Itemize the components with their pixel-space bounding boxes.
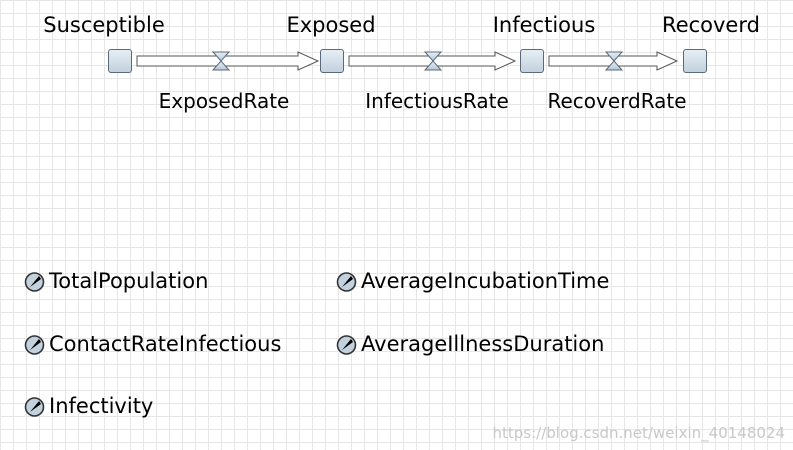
parameter-dial-icon [24,335,45,355]
stock-susceptible[interactable] [108,49,132,73]
parameter-dial-icon [336,272,357,292]
flow-recoverd-rate[interactable] [548,51,679,71]
parameter-average-illness-duration[interactable]: AverageIllnessDuration [336,334,604,355]
parameter-infectivity[interactable]: Infectivity [24,396,153,417]
flow-exposed-rate[interactable] [136,51,320,71]
flow-arrow [136,51,320,71]
parameter-label: ContactRateInfectious [49,332,282,356]
stock-recoverd[interactable] [683,49,707,73]
parameter-label: TotalPopulation [49,269,209,293]
parameter-total-population[interactable]: TotalPopulation [24,271,208,292]
stock-label-exposed: Exposed [286,13,376,37]
valve-icon[interactable] [423,51,443,71]
flow-label-infectious-rate: InfectiousRate [365,89,509,113]
valve-icon[interactable] [604,51,624,71]
flow-label-exposed-rate: ExposedRate [158,89,290,113]
parameter-dial-icon [24,272,45,292]
flow-label-recoverd-rate: RecoverdRate [547,89,687,113]
stock-infectious[interactable] [520,49,544,73]
stock-label-recoverd: Recoverd [662,13,760,37]
parameter-dial-icon [336,335,357,355]
parameter-contact-rate-infectious[interactable]: ContactRateInfectious [24,334,281,355]
flow-infectious-rate[interactable] [348,51,517,71]
parameter-average-incubation-time[interactable]: AverageIncubationTime [336,271,609,292]
watermark: https://blog.csdn.net/weixin_40148024 [492,424,785,442]
stock-label-susceptible: Susceptible [43,13,165,37]
parameter-label: Infectivity [49,394,154,418]
flow-arrow [548,51,679,71]
stock-exposed[interactable] [320,49,344,73]
stock-label-infectious: Infectious [492,13,596,37]
flow-arrow [348,51,517,71]
valve-icon[interactable] [211,51,231,71]
parameter-label: AverageIllnessDuration [361,332,605,356]
parameter-dial-icon [24,397,45,417]
parameter-label: AverageIncubationTime [361,269,610,293]
